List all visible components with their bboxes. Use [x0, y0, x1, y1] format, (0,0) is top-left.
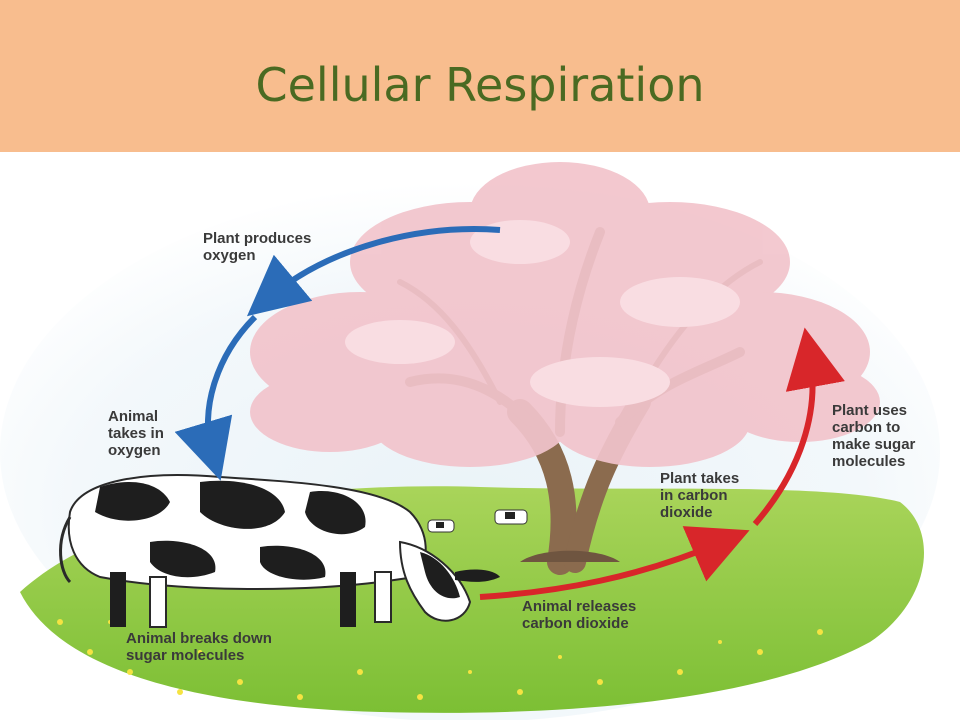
title-banner	[0, 0, 960, 152]
slide-title: Cellular Respiration	[255, 58, 705, 112]
co2-arrow-lower	[479, 526, 750, 600]
flowers	[57, 619, 823, 700]
oxygen-arrow-upper	[246, 226, 501, 317]
label-plant-takes-in-co2: Plant takes in carbon dioxide	[660, 470, 740, 521]
tree-base	[520, 550, 620, 562]
label-animal-breaks-down-sugar: Animal breaks down sugar molecules	[126, 630, 272, 664]
respiration-diagram: Plant produces oxygen Animal takes in ox…	[0, 152, 960, 722]
oxygen-arrow-lower	[174, 314, 258, 481]
label-animal-takes-in-oxygen: Animal takes in oxygen	[108, 408, 164, 459]
label-plant-uses-carbon: Plant uses carbon to make sugar molecule…	[832, 402, 916, 470]
diagram-illustration	[0, 162, 940, 722]
tree-blossom-highlights	[345, 220, 740, 407]
label-animal-releases-co2: Animal releases carbon dioxide	[522, 598, 637, 632]
distant-cows	[427, 509, 528, 533]
label-plant-produces-oxygen: Plant produces oxygen	[203, 230, 312, 264]
co2-arrow-upper	[752, 327, 845, 526]
